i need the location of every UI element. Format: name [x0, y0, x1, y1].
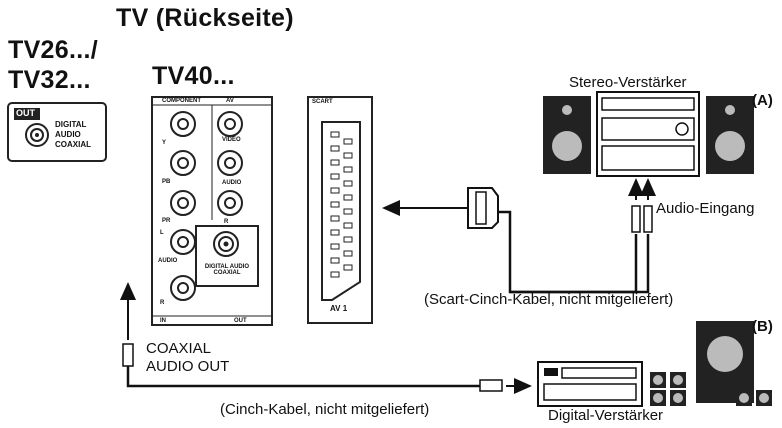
cinch-plugs-audio-input — [628, 178, 656, 233]
av-jacks — [217, 111, 243, 216]
component-audio-label: AUDIO — [158, 258, 178, 264]
scart-cable — [382, 187, 650, 294]
small-panel-out-label: OUT — [16, 108, 35, 118]
av-r-label: R — [224, 219, 229, 225]
in-label: IN — [160, 318, 166, 324]
marker-b: (B) — [752, 318, 773, 335]
audio-input-label: Audio-Eingang — [656, 200, 755, 217]
large-tv-panel — [151, 96, 273, 326]
scart-panel — [307, 96, 373, 324]
cinch-cable-label: (Cinch-Kabel, nicht mitgeliefert) — [220, 401, 430, 418]
digital-label-line1: DIGITAL AUDIO — [204, 264, 250, 270]
stereo-amplifier-system — [543, 91, 754, 177]
pr-label: Pr — [162, 218, 171, 224]
digital-amplifier-label: Digital-Verstärker — [548, 407, 664, 424]
av-audio-label: AUDIO — [222, 180, 242, 186]
pb-label: Pb — [162, 179, 171, 185]
scart-socket-icon — [321, 121, 361, 301]
scart-av1-label: AV 1 — [330, 304, 348, 313]
scart-cable-label: (Scart-Cinch-Kabel, nicht mitgeliefert) — [424, 291, 674, 308]
marker-a: (A) — [752, 92, 773, 109]
scart-header-label: SCART — [312, 99, 333, 105]
small-tv-panel — [7, 102, 107, 162]
large-out-label: OUT — [234, 318, 247, 324]
coaxial-out-label: COAXIAL AUDIO OUT — [146, 340, 229, 376]
tv-small-model-line1: TV26.../ — [8, 36, 98, 64]
cinch-plug-icon — [479, 379, 503, 392]
tv-back-title: TV (Rückseite) — [116, 4, 294, 32]
tv-large-model: TV40... — [152, 62, 235, 90]
port-label-line3: COAXIAL — [55, 140, 91, 149]
stereo-amplifier-label: Stereo-Verstärker — [569, 74, 687, 91]
r-label: R — [160, 300, 165, 306]
y-label: Y — [162, 140, 167, 146]
digital-label-line2: COAXIAL — [213, 270, 241, 276]
digital-coaxial-label: DIGITAL AUDIO COAXIAL — [200, 264, 254, 276]
coaxial-out-line1: COAXIAL — [146, 340, 212, 357]
coaxial-cable — [120, 282, 532, 394]
l-label: L — [160, 230, 164, 236]
port-label-line1: DIGITAL — [55, 120, 87, 129]
component-label: COMPONENT — [162, 98, 201, 104]
video-label: VIDEO — [222, 137, 241, 143]
port-label-line2: AUDIO — [55, 130, 81, 139]
av-label: AV — [226, 98, 234, 104]
small-panel-port-label: DIGITAL AUDIO COAXIAL — [55, 120, 91, 150]
digital-amplifier-system — [537, 321, 772, 407]
tv-small-model-line2: TV32... — [8, 66, 91, 94]
component-jacks — [170, 111, 196, 301]
coaxial-out-line2: AUDIO OUT — [146, 358, 230, 375]
coaxial-plug-icon — [122, 343, 134, 367]
